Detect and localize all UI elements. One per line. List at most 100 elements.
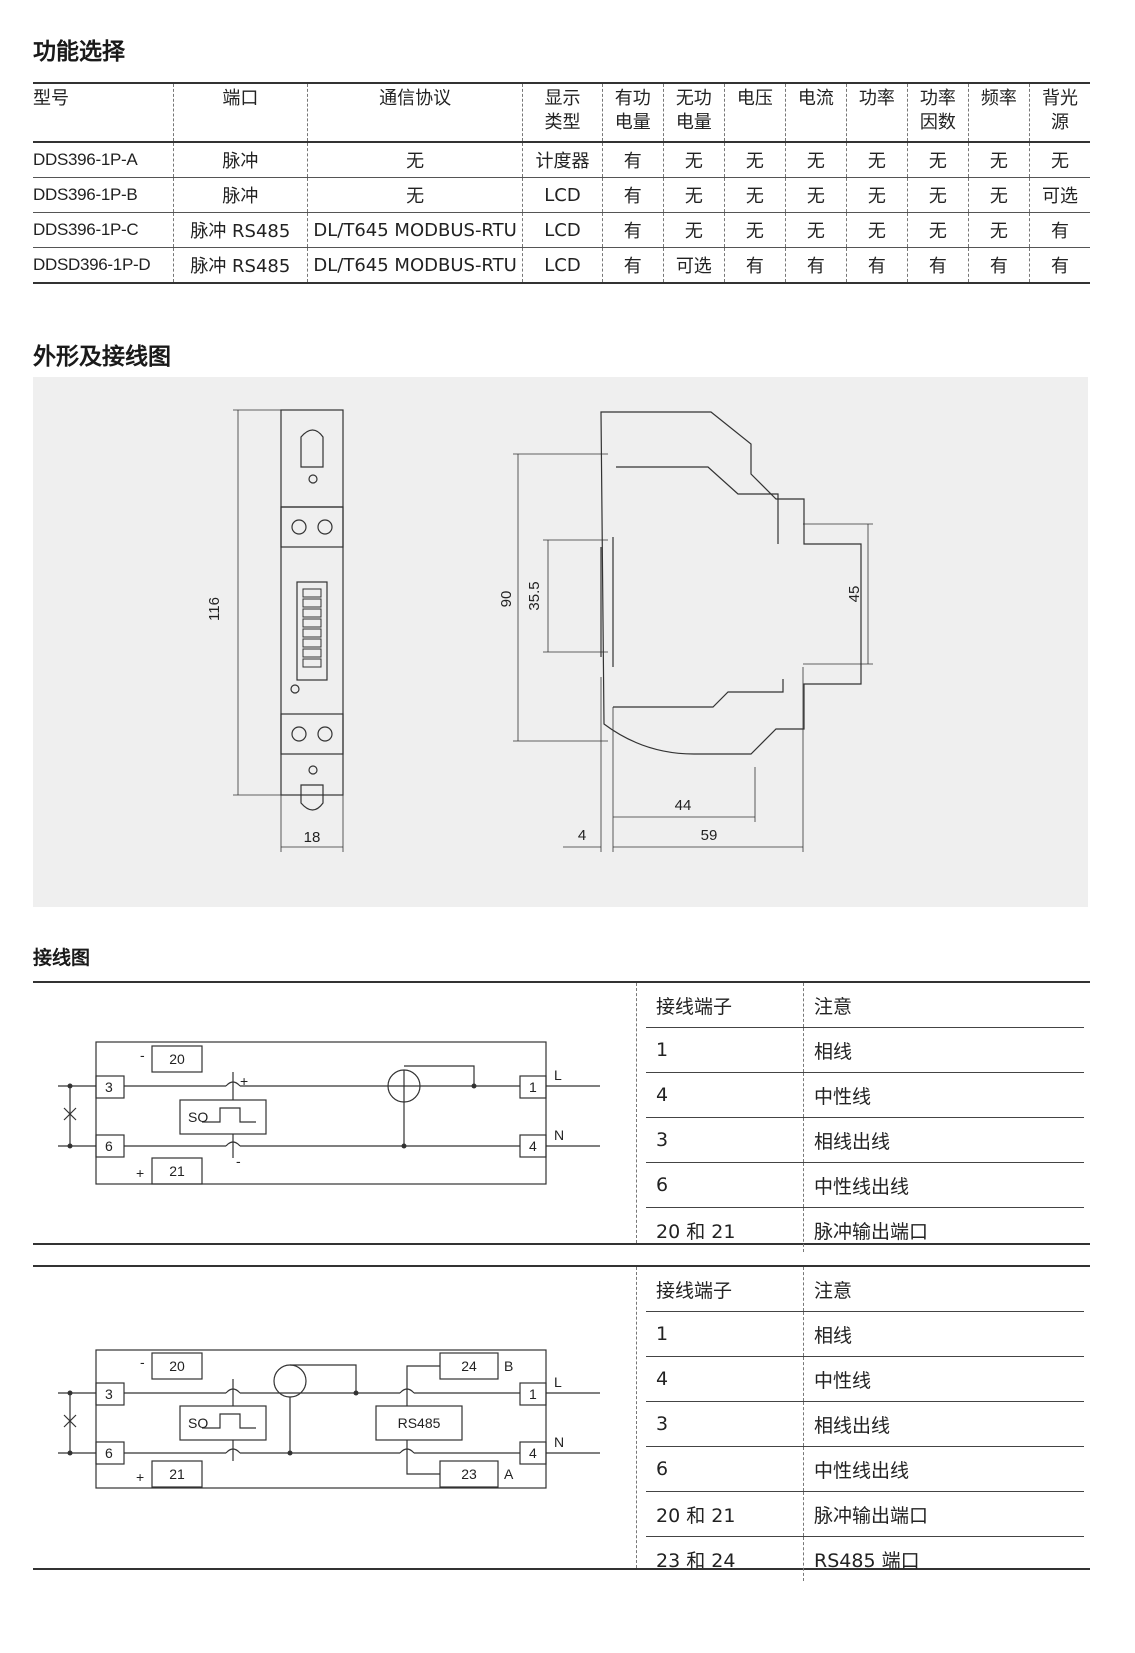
terminal-6: 6	[105, 1138, 113, 1154]
terminal-cell: 接线端子	[646, 1267, 804, 1312]
table-cell: 无	[784, 142, 847, 178]
col-port: 端口	[172, 82, 308, 143]
table-cell: LCD	[522, 212, 603, 248]
side-profile	[600, 411, 862, 755]
line-N: N	[554, 1127, 564, 1143]
table-cell: 有	[784, 247, 847, 284]
terminal-cell: 1	[646, 1027, 804, 1073]
terminal-cell: 接线端子	[646, 983, 804, 1028]
dim-rail-height: 35.5	[526, 581, 543, 610]
table-header-row: 接线端子注意	[646, 1267, 1084, 1312]
model-cell: DDS396-1P-B	[33, 177, 174, 213]
model-cell: DDS396-1P-A	[33, 142, 174, 178]
table-cell: 无	[967, 212, 1030, 248]
terminal-cell: 3	[646, 1401, 804, 1447]
col-model: 型号	[33, 82, 174, 143]
terminal2-23: 23	[461, 1466, 477, 1482]
table-cell: 有	[601, 247, 664, 284]
terminal2-4: 4	[529, 1445, 537, 1461]
note-cell: 相线出线	[803, 1401, 1084, 1447]
terminal2-1: 1	[529, 1386, 537, 1402]
plus-bottom: +	[136, 1165, 144, 1181]
terminal-cell: 23 和 24	[646, 1536, 804, 1581]
table-cell: 无	[307, 142, 523, 178]
col-display: 显示类型	[522, 82, 603, 143]
meter-box	[95, 1041, 547, 1185]
table-cell: 无	[845, 212, 908, 248]
table-cell: 有	[723, 247, 786, 284]
table-cell: 无	[307, 177, 523, 213]
table-cell: 无	[1028, 142, 1090, 178]
table-cell: 有	[601, 212, 664, 248]
table-cell: 无	[784, 177, 847, 213]
dim-depth-total: 59	[701, 827, 718, 844]
model-cell: DDSD396-1P-D	[33, 247, 174, 284]
line-L-2: L	[554, 1374, 562, 1390]
terminal-4: 4	[529, 1138, 537, 1154]
terminal-cell: 3	[646, 1117, 804, 1163]
dim-side-height: 90	[498, 591, 515, 608]
note-cell: RS485 端口	[814, 1549, 920, 1572]
table-cell: 可选	[662, 247, 725, 284]
terminal-1: 1	[529, 1079, 537, 1095]
table-cell: 无	[906, 212, 969, 248]
note-cell: 注意	[803, 983, 1084, 1028]
terminal2-21: 21	[169, 1466, 185, 1482]
table-cell: 无	[906, 177, 969, 213]
terminal-21: 21	[169, 1163, 185, 1179]
table-cell: 无	[662, 142, 725, 178]
col-voltage: 电压	[723, 82, 786, 143]
plus-top: +	[240, 1073, 248, 1089]
note-cell: 注意	[803, 1267, 1084, 1312]
dim-front-width: 18	[304, 829, 321, 846]
table-cell: 可选	[1028, 177, 1090, 213]
col-power: 功率	[845, 82, 908, 143]
col-freq: 频率	[967, 82, 1030, 143]
rs485-module-label: RS485	[398, 1415, 441, 1431]
table-cell: 脉冲	[172, 177, 308, 213]
col-pf: 功率因数	[906, 82, 969, 143]
meter-box-2	[95, 1349, 547, 1489]
terminal-cell: 6	[646, 1162, 804, 1208]
table-header-row: 型号 端口 通信协议 显示类型 有功电量 无功电量 电压 电流 功率 功率因数 …	[33, 82, 1090, 143]
table-cell: 计度器	[522, 142, 603, 178]
terminal-cell: 20 和 21	[646, 1491, 804, 1537]
note-cell: 中性线	[803, 1072, 1084, 1118]
note-cell: 中性线出线	[803, 1446, 1084, 1492]
col-reactive: 无功电量	[662, 82, 725, 143]
col-protocol: 通信协议	[307, 82, 523, 143]
terminal-20: 20	[169, 1051, 185, 1067]
terminal2-20: 20	[169, 1358, 185, 1374]
minus-top: -	[140, 1047, 145, 1063]
outline-title: 外形及接线图	[33, 344, 171, 370]
table-cell: 有	[601, 142, 664, 178]
note-cell: 中性线出线	[803, 1162, 1084, 1208]
table-cell: LCD	[522, 247, 603, 284]
terminal-cell: 20 和 21	[646, 1207, 804, 1252]
wiring1-top-rule	[33, 981, 1090, 983]
dim-offset: 4	[578, 827, 586, 844]
table-cell: 有	[967, 247, 1030, 284]
terminal2-3: 3	[105, 1386, 113, 1402]
line-L: L	[554, 1067, 562, 1083]
wiring2-bottom-rule	[33, 1568, 1090, 1570]
terminal-3: 3	[105, 1079, 113, 1095]
label-A: A	[504, 1466, 514, 1482]
functions-title: 功能选择	[33, 39, 125, 65]
table-cell: 有	[1028, 247, 1090, 284]
terminal2-24: 24	[461, 1358, 477, 1374]
table-cell: 无	[967, 142, 1030, 178]
table-cell: 无	[845, 177, 908, 213]
front-body	[280, 409, 344, 796]
label-B: B	[504, 1358, 513, 1374]
note-cell: 中性线	[803, 1356, 1084, 1402]
wiring2-diagram: 3 6 1 4 20 21 24 23 B A SO RS485 - + L N	[58, 1349, 600, 1489]
